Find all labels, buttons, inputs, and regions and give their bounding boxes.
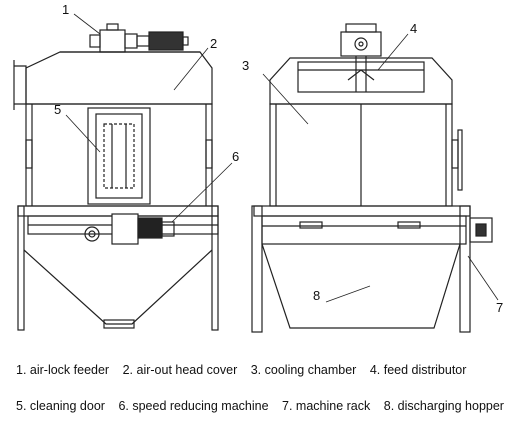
callout-7: 7 xyxy=(496,300,503,315)
right-view xyxy=(251,23,499,333)
legend-item-7: 7. machine rack xyxy=(282,399,371,413)
hopper-right xyxy=(261,243,461,329)
legend-item-2: 2. air-out head cover xyxy=(122,363,238,377)
rack-right xyxy=(251,205,493,333)
rack-left xyxy=(17,205,219,331)
chamber-right xyxy=(269,103,463,207)
legend-item-3: 3. cooling chamber xyxy=(250,363,357,377)
callout-6: 6 xyxy=(232,149,239,164)
legend-item-5: 5. cleaning door xyxy=(16,399,105,413)
left-view xyxy=(13,13,233,331)
callout-5: 5 xyxy=(54,102,61,117)
callout-labels: 1 2 3 4 5 6 7 8 xyxy=(54,2,503,315)
hopper-left xyxy=(23,249,213,329)
callout-8: 8 xyxy=(313,288,320,303)
airlock-feeder-left xyxy=(60,23,200,53)
legend-item-1: 1. air-lock feeder xyxy=(16,363,110,377)
legend-item-4: 4. feed distributor xyxy=(369,363,467,377)
legend-row-1: 1. air-lock feeder 2. air-out head cover… xyxy=(16,363,476,377)
callout-1: 1 xyxy=(62,2,69,17)
legend-row-2: 5. cleaning door 6. speed reducing machi… xyxy=(16,399,514,413)
legend-item-6: 6. speed reducing machine xyxy=(118,399,269,413)
head-cover-left xyxy=(13,51,213,110)
callout-2: 2 xyxy=(210,36,217,51)
head-cover-right xyxy=(269,56,453,105)
legend-item-8: 8. discharging hopper xyxy=(383,399,504,413)
airlock-feeder-right xyxy=(340,23,382,57)
chamber-left xyxy=(25,103,213,207)
callout-3: 3 xyxy=(242,58,249,73)
machine-drawing: 1 2 3 4 5 6 7 8 xyxy=(13,2,503,333)
callout-4: 4 xyxy=(410,21,417,36)
